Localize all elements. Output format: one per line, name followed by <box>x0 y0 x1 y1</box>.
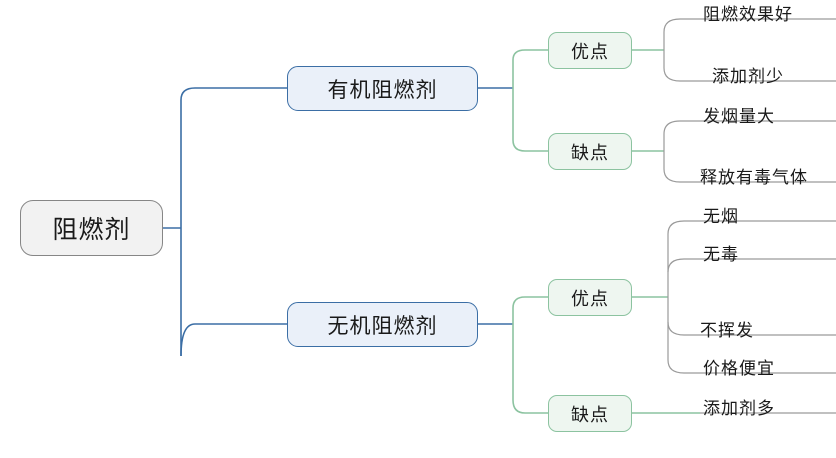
category-node-inorganic[interactable]: 无机阻燃剂 <box>287 302 478 347</box>
leaf-organic-pros-2[interactable]: 添加剂少 <box>712 67 784 86</box>
connector-organic-pros-leaf-lines <box>664 19 836 81</box>
connector-root-trunk <box>163 88 287 356</box>
connector-inorganic-green-trunk <box>513 297 548 413</box>
leaf-organic-cons-1[interactable]: 发烟量大 <box>703 107 775 126</box>
connector-organic-cons-leaf-lines <box>664 121 836 182</box>
leaf-inorganic-pros-3[interactable]: 不挥发 <box>700 321 754 340</box>
leaf-inorganic-pros-4[interactable]: 价格便宜 <box>703 359 775 378</box>
category-node-inorganic-label: 无机阻燃剂 <box>327 314 438 338</box>
category-node-organic-label: 有机阻燃剂 <box>327 78 438 102</box>
sub-node-inorganic-cons-label: 缺点 <box>571 404 609 425</box>
sub-node-organic-pros[interactable]: 优点 <box>548 32 632 69</box>
root-node-label: 阻燃剂 <box>52 216 131 244</box>
leaf-inorganic-pros-1[interactable]: 无烟 <box>703 207 739 226</box>
connector-inorganic-pros-leaf-lines <box>668 221 836 373</box>
sub-node-inorganic-pros[interactable]: 优点 <box>548 279 632 316</box>
category-node-organic[interactable]: 有机阻燃剂 <box>287 66 478 111</box>
leaf-inorganic-cons-1[interactable]: 添加剂多 <box>703 399 775 418</box>
leaf-organic-cons-2[interactable]: 释放有毒气体 <box>700 168 808 187</box>
sub-node-organic-pros-label: 优点 <box>571 41 609 62</box>
connector-organic-green-trunk <box>513 50 548 151</box>
sub-node-organic-cons[interactable]: 缺点 <box>548 133 632 170</box>
sub-node-inorganic-cons[interactable]: 缺点 <box>548 395 632 432</box>
sub-node-organic-cons-label: 缺点 <box>571 142 609 163</box>
leaf-inorganic-pros-2[interactable]: 无毒 <box>703 245 739 264</box>
sub-node-inorganic-pros-label: 优点 <box>571 288 609 309</box>
root-node-flame-retardant[interactable]: 阻燃剂 <box>20 200 163 256</box>
leaf-organic-pros-1[interactable]: 阻燃效果好 <box>703 5 793 24</box>
